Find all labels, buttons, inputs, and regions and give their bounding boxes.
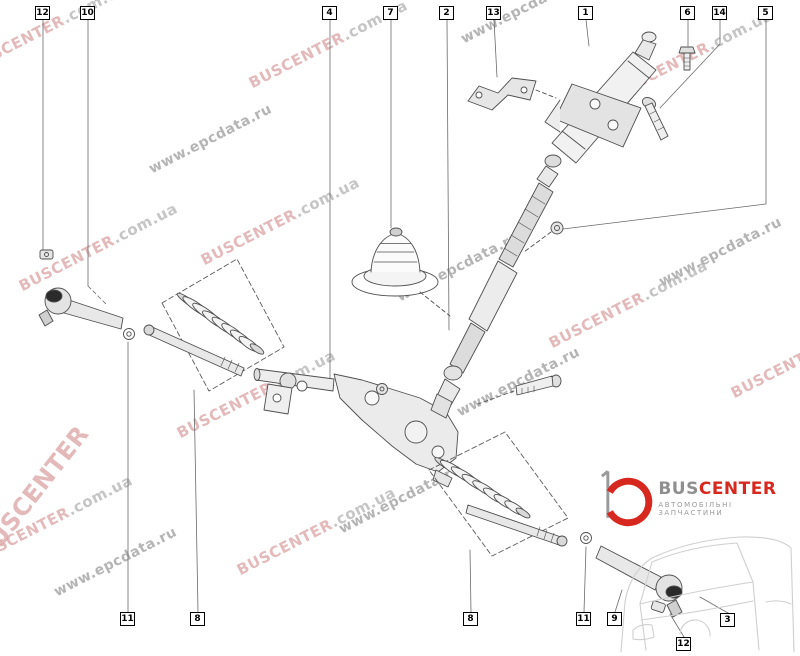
buscenter-logo: BUSCENTER АВТОМОБІЛЬНІ ЗАПЧАСТИНИ (594, 466, 800, 532)
lock-washer-left (123, 328, 135, 340)
steering-boot (351, 227, 451, 317)
callout-9[interactable]: 9 (607, 612, 622, 626)
nut-tie-rod-left (39, 249, 54, 260)
nut-left (376, 383, 388, 395)
callout-12-bottom[interactable]: 12 (676, 637, 691, 651)
callout-5[interactable]: 5 (758, 6, 773, 20)
logo-tagline: АВТОМОБІЛЬНІ ЗАПЧАСТИНИ (658, 500, 733, 517)
logo-text-center: CENTER (698, 479, 777, 500)
left-tie-rod-kit (143, 258, 285, 392)
steering-column (536, 31, 657, 188)
intermediate-shaft (436, 182, 554, 406)
leader-lines (42, 19, 767, 638)
logo-text-bus: BUS (658, 479, 699, 500)
callout-11-right[interactable]: 11 (576, 612, 591, 626)
callout-13[interactable]: 13 (486, 6, 501, 20)
callout-2[interactable]: 2 (439, 6, 454, 20)
callout-1[interactable]: 1 (578, 6, 593, 20)
callout-14[interactable]: 14 (712, 6, 727, 20)
bolt-long (641, 97, 669, 141)
callout-8-left[interactable]: 8 (190, 612, 205, 626)
logo-title: BUSCENTER (658, 479, 800, 500)
lock-washer-right (580, 532, 592, 544)
callout-4[interactable]: 4 (322, 6, 337, 20)
callout-12-top[interactable]: 12 (35, 6, 50, 20)
nut-tie-rod-right (650, 600, 666, 613)
callout-11-left[interactable]: 11 (120, 612, 135, 626)
right-tie-rod-kit (428, 431, 569, 557)
steering-rack-housing (253, 368, 459, 488)
callout-6[interactable]: 6 (680, 6, 695, 20)
callout-7[interactable]: 7 (383, 6, 398, 20)
bolt-short (678, 46, 696, 71)
tie-rod-end-left (38, 287, 124, 330)
pinch-bolt (477, 374, 562, 405)
nut-upper (523, 221, 564, 253)
callout-10[interactable]: 10 (80, 6, 95, 20)
callout-8-right[interactable]: 8 (463, 612, 478, 626)
callout-3[interactable]: 3 (720, 613, 735, 627)
mount-bracket (467, 77, 557, 111)
buscenter-logo-mark (600, 470, 653, 527)
vehicle-sketch (620, 536, 795, 653)
tie-rod-end-right (595, 545, 683, 618)
